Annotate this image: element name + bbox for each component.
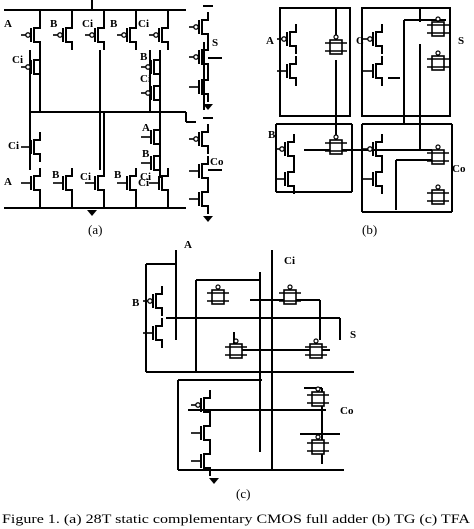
label-a-lower-left-1: Ci bbox=[8, 140, 19, 152]
label-c-in-ci: Ci bbox=[284, 255, 295, 267]
label-a-top-2: B bbox=[50, 18, 58, 30]
panel-a-output-wires bbox=[186, 57, 222, 171]
label-c-out-s: S bbox=[350, 329, 356, 341]
label-a-top-5: Ci bbox=[138, 18, 149, 30]
label-c-in-a: A bbox=[184, 239, 192, 251]
label-c-out-co: Co bbox=[340, 405, 354, 417]
label-a-mid-right-1: B bbox=[140, 51, 148, 63]
label-a-bottom-2: B bbox=[52, 169, 60, 181]
panel-a-transistors bbox=[20, 5, 214, 222]
label-a-bottom-3: Ci bbox=[80, 171, 91, 183]
label-b-in-a: A bbox=[266, 35, 274, 47]
label-a-top-1: A bbox=[4, 18, 12, 30]
label-b-in-c: C bbox=[356, 35, 364, 47]
panel-a-caption: (a) bbox=[88, 222, 102, 237]
label-a-top-3: Ci bbox=[82, 18, 93, 30]
label-a-right-top-2: B bbox=[142, 148, 150, 160]
label-a-mid-left-1: Ci bbox=[12, 54, 23, 66]
figure-caption: Figure 1. (a) 28T static complementary C… bbox=[2, 512, 470, 526]
panel-b-labels: A C B S Co (b) bbox=[266, 35, 466, 237]
label-a-mid-right-2: Ci bbox=[140, 73, 151, 85]
label-b-out-s: S bbox=[458, 35, 464, 47]
panel-c-caption: (c) bbox=[236, 486, 250, 501]
panel-c-labels: A Ci B S Co (c) bbox=[132, 239, 356, 501]
panel-a-labels: A B Ci B Ci Ci B Ci A B Ci A B Ci B Ci C… bbox=[4, 18, 224, 237]
label-a-out-sum: S bbox=[212, 37, 218, 49]
label-a-bottom-1: A bbox=[4, 176, 12, 188]
label-a-bottom-4: B bbox=[114, 169, 122, 181]
label-b-out-co: Co bbox=[452, 163, 466, 175]
label-b-in-b: B bbox=[268, 129, 276, 141]
label-a-out-carry: Co bbox=[210, 156, 224, 168]
label-a-top-4: B bbox=[110, 18, 118, 30]
label-a-right-top-1: A bbox=[142, 122, 150, 134]
panel-c-circuit bbox=[145, 250, 354, 471]
label-c-in-b: B bbox=[132, 297, 140, 309]
panel-b-caption: (b) bbox=[362, 222, 377, 237]
panel-c-devices bbox=[142, 284, 330, 484]
label-a-lower-right-3: Ci bbox=[140, 171, 151, 183]
label-a-bottom-5: Ci bbox=[138, 177, 149, 189]
